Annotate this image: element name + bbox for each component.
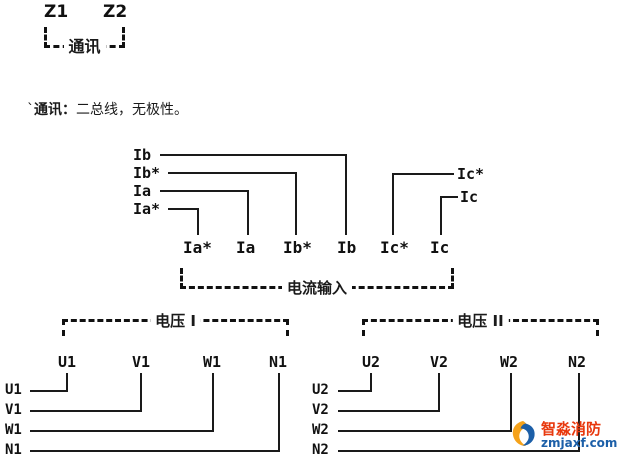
wire-ib-star-h [168,172,297,174]
lead-label-w2: W2 [312,422,329,438]
wire-ic-star-v [392,173,394,235]
wire-ia-h [160,190,249,192]
comm-note-prefix: ` [27,102,34,118]
lead-label-ia: Ia [133,182,152,200]
wire-n1-h [30,450,280,452]
terminal-w2: W2 [500,353,519,371]
wire-u2-h [338,390,372,392]
lead-label-ia-star: Ia* [133,200,161,218]
voltage1-bracket-right-hook [286,319,289,336]
terminal-ic-star: Ic* [380,238,409,257]
wire-ib-star-v [295,172,297,235]
wire-ib-v [345,154,347,235]
wire-v1-v [140,373,142,412]
wire-u1-h [30,390,68,392]
terminal-ib: Ib [337,238,357,257]
comm-note-bold: 通讯： [34,102,76,118]
terminal-z1: Z1 [44,2,69,22]
wire-v2-h [338,410,440,412]
lead-label-ic: Ic [460,188,479,206]
wire-v2-v [438,373,440,412]
voltage2-bracket-left-hook [362,319,365,336]
terminal-ic: Ic [430,238,450,257]
lead-label-v2: V2 [312,402,329,418]
lead-label-w1: W1 [5,422,22,438]
wire-u1-v [66,373,68,392]
voltage1-bracket-left-hook [62,319,65,336]
terminal-v2: V2 [430,353,449,371]
wire-w2-v [510,373,512,432]
terminal-n2: N2 [568,353,587,371]
terminal-z2: Z2 [103,2,128,22]
lead-label-ib-star: Ib* [133,164,161,182]
wire-ia-star-v [197,208,199,235]
lead-label-ic-star: Ic* [457,165,485,183]
terminal-ib-star: Ib* [283,238,312,257]
terminal-u1: U1 [58,353,77,371]
wire-ib-h [160,154,347,156]
wire-ic-star-h [392,173,454,175]
current-bracket-label: 电流输入 [281,277,353,298]
lead-label-u2: U2 [312,382,329,398]
terminal-ia: Ia [236,238,256,257]
watermark-brand-name: 智淼消防 [541,420,602,438]
lead-label-u1: U1 [5,382,22,398]
wire-n2-v [578,373,580,452]
wire-w1-v [212,373,214,432]
terminal-n1: N1 [269,353,288,371]
voltage2-bracket-label: 电压 II [452,310,509,331]
wire-w2-h [338,430,512,432]
current-input-bracket: 电流输入 [180,268,454,298]
wire-ia-v [247,190,249,235]
comm-note-rest: 二总线，无极性。 [76,102,188,118]
voltage2-bracket-right-hook [596,319,599,336]
comm-bracket-right-hook [122,27,125,48]
wire-ic-h [440,196,458,198]
comm-note: `通讯：二总线，无极性。 [27,99,188,119]
wire-ic-v [440,196,442,235]
wire-ia-star-h [168,208,199,210]
current-bracket-left-hook [180,268,183,289]
watermark: 智淼消防 zmjaxf.com [510,417,630,457]
watermark-website: zmjaxf.com [541,436,618,450]
comm-bracket: 通讯 [44,27,125,57]
lead-label-n2: N2 [312,442,329,458]
wire-u2-v [370,373,372,392]
terminal-v1: V1 [132,353,151,371]
lead-label-n1: N1 [5,442,22,458]
comm-bracket-left-hook [44,27,47,48]
voltage1-bracket: 电压 I [62,310,289,336]
lead-label-ib: Ib [133,146,152,164]
wire-n1-v [278,373,280,452]
terminal-u2: U2 [362,353,381,371]
voltage2-bracket: 电压 II [362,310,599,336]
wire-v1-h [30,410,142,412]
current-bracket-right-hook [451,268,454,289]
wire-w1-h [30,430,214,432]
comm-bracket-label: 通讯 [63,33,106,57]
terminal-w1: W1 [203,353,222,371]
terminal-ia-star: Ia* [183,238,212,257]
lead-label-v1: V1 [5,402,22,418]
zmjaxf-logo-icon [510,419,537,452]
voltage1-bracket-label: 电压 I [150,310,201,331]
wire-n2-h [338,450,580,452]
